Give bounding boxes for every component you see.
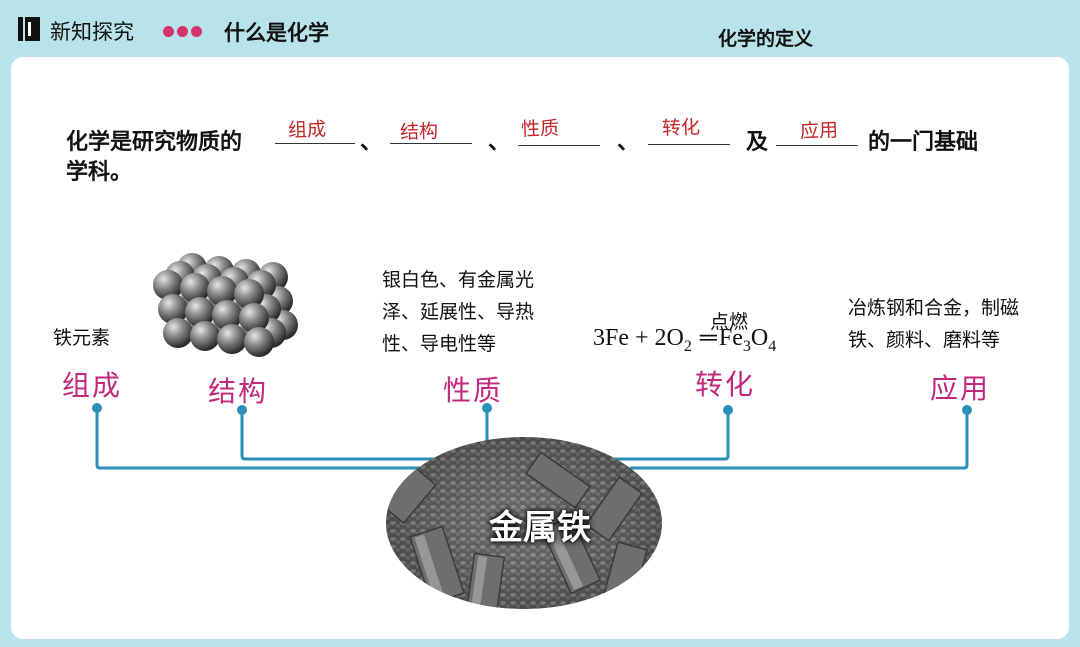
property-desc-line: 泽、延展性、导热 [382,301,535,323]
definition-suffix: 的一门基础 [868,130,979,155]
book-icon [18,17,40,41]
atom-sphere [217,324,247,354]
composition-desc: 铁元素 [53,327,111,349]
blank-line [648,144,730,145]
property-desc: 银白色、有金属光 泽、延展性、导热 性、导电性等 [382,264,534,360]
atom-sphere [163,318,193,348]
center-label: 金属铁 [489,508,591,548]
definition-prefix: 化学是研究物质的 [66,130,243,155]
application-desc-line: 冶炼钢和合金，制磁 [848,297,1020,319]
application-desc: 冶炼钢和合金，制磁 铁、颜料、磨料等 [848,292,1019,356]
header-bar: 新知探究 什么是化学 化学的定义 [0,0,1080,58]
atom-sphere [185,297,215,327]
atom-sphere [153,270,183,300]
iron-lattice-image [153,253,298,357]
atom-sphere [212,300,242,330]
blank-line [776,145,858,146]
property-desc-line: 性、导电性等 [382,333,497,355]
dots-decoration [163,26,202,37]
node-label-application: 应用 [930,372,991,405]
page-subtopic: 化学的定义 [718,28,814,50]
connector-dots [92,403,972,415]
section-tag: 新知探究 [50,20,134,44]
node-label-transformation: 转化 [695,368,756,401]
separator: 、 [360,130,383,155]
property-desc-line: 银白色、有金属光 [382,269,535,291]
definition-line2: 学科。 [66,160,133,185]
atom-sphere [244,327,274,357]
connector-lines [95,410,969,470]
node-label-composition: 组成 [62,369,123,402]
iron-photo [386,437,662,609]
atom-sphere [180,273,210,303]
atom-sphere [190,321,220,351]
node-label-property: 性质 [443,374,504,407]
page-topic: 什么是化学 [224,21,329,45]
blank-line [390,143,472,144]
atom-sphere [158,294,188,324]
reaction-condition: 点燃 [710,311,749,333]
node-label-structure: 结构 [208,375,269,408]
atom-sphere [207,276,237,306]
connector-and: 及 [746,130,769,155]
atom-sphere [234,279,264,309]
blank-line [275,143,355,144]
atom-sphere [239,303,269,333]
separator: 、 [617,130,640,155]
blank-line [518,145,600,146]
chemical-equation: 3Fe + 2O2 ═Fe3O4 [593,325,777,355]
application-desc-line: 铁、颜料、磨料等 [848,329,1001,351]
separator: 、 [488,130,511,155]
